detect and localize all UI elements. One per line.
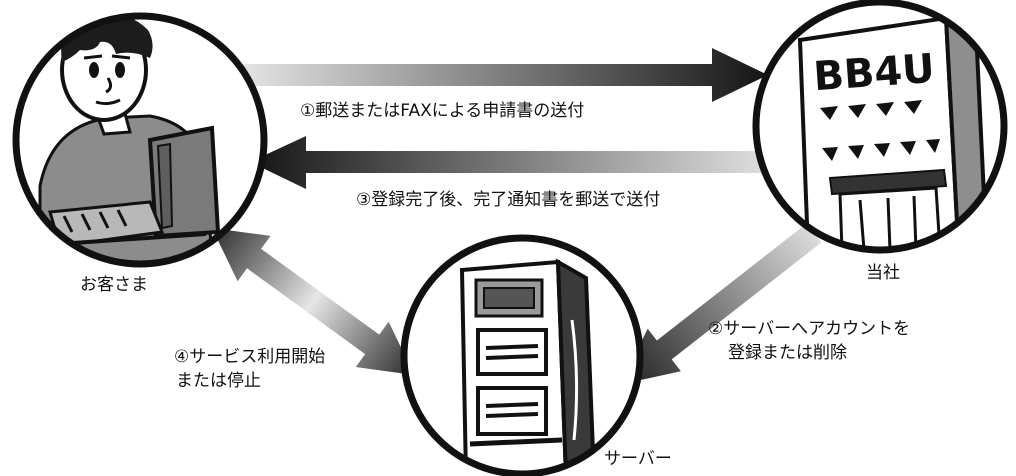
step2-label-line1: ②サーバーへアカウントを: [708, 319, 911, 339]
arrow-step1: [232, 48, 768, 102]
customer-illustration: [12, 12, 268, 268]
server-illustration: [400, 234, 644, 476]
customer-label: お客さま: [80, 275, 148, 295]
arrow-step4: [212, 228, 415, 375]
company-label: 当社: [866, 263, 900, 283]
step4-label-line1: ④サービス利用開始: [174, 347, 326, 367]
step1-label: ①郵送またはFAXによる申請書の送付: [300, 101, 585, 121]
arrow-step3: [250, 136, 790, 189]
server-label: サーバー: [604, 449, 672, 469]
step2-label-line2: 登録または削除: [728, 343, 847, 363]
company-building-illustration: BB4U: [752, 0, 1008, 254]
arrow-step2: [620, 223, 822, 385]
step3-label: ③登録完了後、完了通知書を郵送で送付: [356, 190, 661, 210]
step4-label-line2: または停止: [176, 371, 261, 391]
company-sign-text: BB4U: [812, 46, 936, 100]
